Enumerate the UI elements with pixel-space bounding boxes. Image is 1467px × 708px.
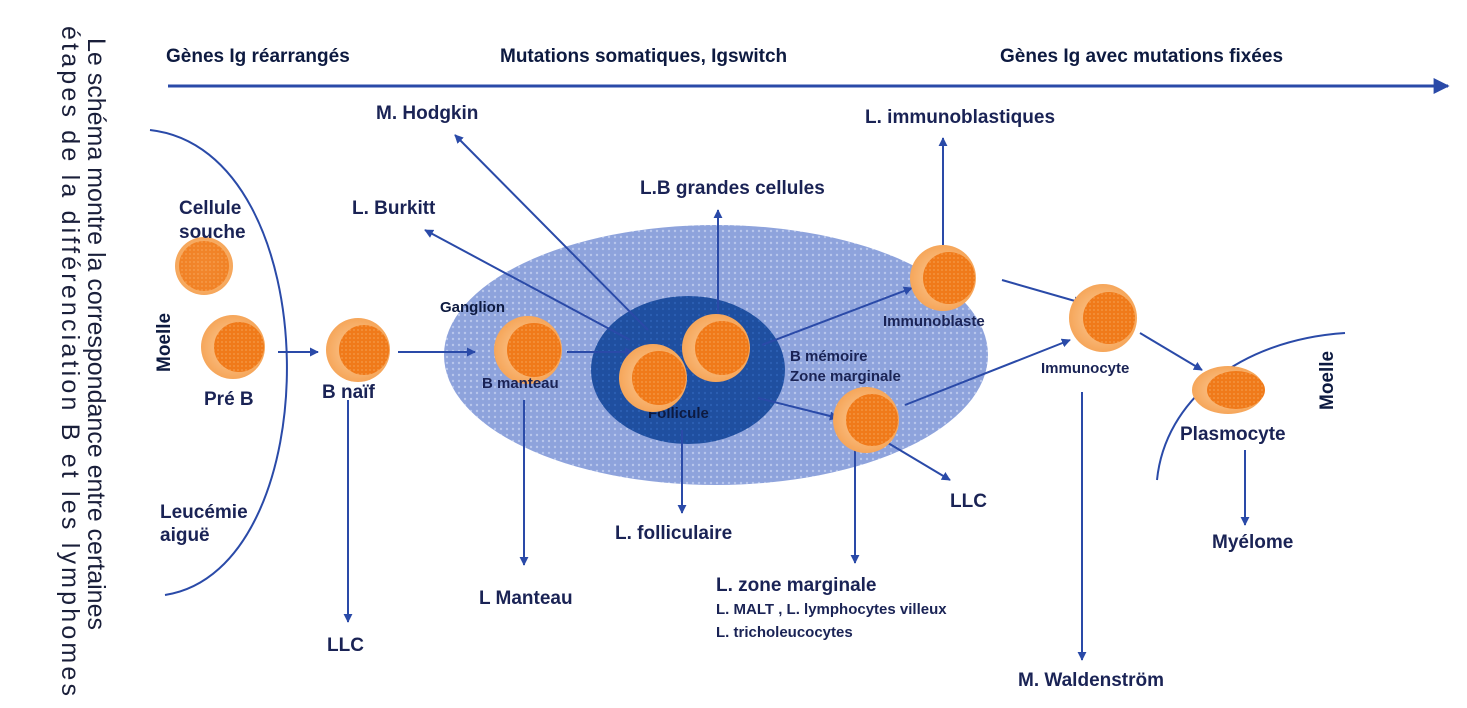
myelome-label: Myélome (1212, 532, 1293, 553)
cell-follicle-upper (682, 314, 750, 382)
cell-b-naif (326, 318, 390, 382)
plasmocyte-label: Plasmocyte (1180, 424, 1286, 445)
llc-memoire-label: LLC (950, 491, 987, 512)
ganglion-label: Ganglion (440, 299, 505, 316)
arrow-immunoblaste-to-immunocyte (1002, 280, 1082, 303)
moelle-left-label: Moelle (154, 313, 175, 372)
immunoblastiques-label: L. immunoblastiques (865, 107, 1055, 128)
cell-b-memoire (833, 387, 899, 453)
cell-plasmocyte (1192, 366, 1265, 414)
b-memoire-label-2: Zone marginale (790, 368, 901, 385)
cell-immunoblaste (910, 245, 976, 311)
llc-naif-label: LLC (327, 635, 364, 656)
vertical-caption-line1: Le schéma montre la correspondance entre… (82, 38, 110, 630)
arrow-immunocyte-to-plasmocyte (1140, 333, 1202, 370)
immunocyte-label: Immunocyte (1041, 360, 1129, 377)
leucemie-label-2: aiguë (160, 525, 210, 546)
pre-b-label: Pré B (204, 389, 254, 410)
cell-follicle-lower (619, 344, 687, 412)
cell-souche (175, 237, 233, 295)
burkitt-label: L. Burkitt (352, 198, 436, 219)
arrow-to-llc-memoire (888, 443, 950, 480)
b-manteau-label: B manteau (482, 375, 559, 392)
zone-marginale-label-2: L. MALT , L. lymphocytes villeux (716, 601, 947, 618)
cellule-souche-label-1: Cellule (179, 198, 241, 219)
leucemie-label-1: Leucémie (160, 502, 248, 523)
moelle-right-label: Moelle (1317, 351, 1338, 410)
folliculaire-label: L. folliculaire (615, 523, 732, 544)
hodgkin-label: M. Hodgkin (376, 103, 478, 124)
b-naif-label: B naïf (322, 382, 375, 403)
stage-label-mutations: Mutations somatiques, Igswitch (500, 46, 787, 67)
zone-marginale-label-1: L. zone marginale (716, 575, 876, 596)
immunoblaste-label: Immunoblaste (883, 313, 985, 330)
cellule-souche-label-2: souche (179, 222, 246, 243)
lb-grandes-cellules-label: L.B grandes cellules (640, 178, 825, 199)
b-memoire-label-1: B mémoire (790, 348, 868, 365)
zone-marginale-label-3: L. tricholeucocytes (716, 624, 853, 641)
manteau-label: L Manteau (479, 588, 573, 609)
stage-label-fixed: Gènes Ig avec mutations fixées (1000, 46, 1283, 67)
vertical-caption-line2: étapes de la différenciation B et les ly… (56, 26, 84, 696)
cell-b-manteau (494, 316, 562, 384)
cell-pre-b (201, 315, 265, 379)
cell-immunocyte (1069, 284, 1137, 352)
stage-label-rearranged: Gènes Ig réarrangés (166, 46, 350, 67)
waldenstrom-label: M. Waldenström (1018, 670, 1164, 691)
